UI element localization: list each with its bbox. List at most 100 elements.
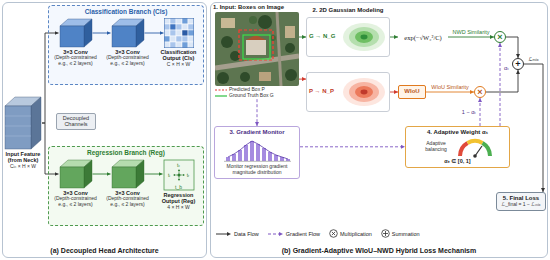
output-name: Classification Output (Cls) (155, 49, 202, 62)
legend-sample (381, 229, 390, 238)
output-name: Regression Output (Reg) (155, 192, 202, 205)
legend-sample (329, 229, 338, 238)
box-key: Ground Truth Box G (229, 93, 274, 99)
operator: × (477, 88, 482, 97)
offset-label: tᵣ (187, 173, 190, 178)
picture (164, 18, 194, 48)
feature-tensor (4, 96, 42, 150)
box-key: Predicted Box P (229, 87, 265, 93)
aerial-image (215, 12, 299, 86)
picture (215, 12, 299, 86)
layer-note: (Depth-constrained e.g., ≤ 2 layers) (51, 196, 100, 208)
tensor-shape: C × H × W (155, 62, 202, 68)
data-flow-arrow (524, 64, 543, 192)
formula-text: exp(−√W₂²/C) (404, 34, 441, 41)
data-flow-arrow (390, 92, 398, 93)
data-flow-arrow (506, 37, 518, 58)
legend-text: Summation (392, 231, 420, 237)
picture (215, 93, 227, 99)
final-loss: 5. Final Lossℒ_final = 1 − ℒₘᵢₓ (496, 192, 546, 211)
picture (59, 18, 93, 48)
data-flow-arrow (426, 92, 474, 93)
tensor-shape: 4 × H × W (155, 205, 202, 211)
conv-layer (111, 18, 145, 48)
picture (341, 21, 387, 53)
channel-box: Decoupled Channels (56, 113, 96, 130)
picture (215, 87, 227, 93)
wiou-box: WIoU (398, 85, 426, 99)
row-group: P → N_P (307, 76, 389, 108)
row-group: Ground Truth Box G (215, 93, 301, 99)
conv-block: 3×3 Conv(Depth-constrained e.g., ≤ 2 lay… (51, 17, 100, 67)
weight-range: αₜ ∈ [0, 1] (408, 158, 507, 164)
gaussian-ellipse (341, 21, 387, 53)
operator: + (515, 60, 520, 69)
line-sample (215, 93, 227, 99)
output-map: tₜtₗtᵣt_bRegression Output (Reg)4 × H × … (155, 158, 202, 210)
conv-block: 3×3 Conv(Depth-constrained e.g., ≤ 2 lay… (103, 158, 152, 208)
gradient-flow-arrow (480, 98, 481, 126)
gaussian-name: P → N_P (309, 88, 334, 95)
data-flow-arrow (448, 37, 494, 38)
row-group: G → N_G (307, 21, 389, 53)
picture (111, 18, 145, 48)
gaussian-box: G → N_G (306, 17, 390, 57)
data-flow-arrow (145, 33, 164, 34)
channel-name: Decoupled Channels (58, 115, 94, 128)
step-title: 1. Input: Boxes on Image (213, 4, 301, 11)
multiply-node: × (474, 86, 486, 98)
branch-box: Regression Branch (Reg) 3×3 Conv(Depth-co… (48, 146, 204, 226)
legend: Data FlowGradient FlowMultiplicationSumm… (216, 229, 420, 238)
legend-sample (216, 231, 232, 237)
edge-label: NWD Similarity (452, 29, 491, 35)
branch-title: Regression Branch (Reg) (49, 147, 203, 156)
panel-caption: (a) Decoupled Head Architecture (3, 247, 206, 254)
line-sample (215, 87, 227, 93)
adaptive-weight: 4. Adaptive Weight αₜAdaptive balancingα… (405, 126, 510, 168)
input-feature: Input Feature (from Neck)Cᵢₙ × H × W (4, 95, 42, 169)
layer-note: (Depth-constrained e.g., ≤ 2 layers) (103, 55, 152, 67)
panel-caption: (b) Gradient-Adaptive WIoU–NWD Hybrid Lo… (211, 247, 547, 254)
conv-block: 3×3 Conv(Depth-constrained e.g., ≤ 2 lay… (103, 17, 152, 67)
data-flow-arrow (93, 33, 111, 34)
section-title: 2. 2D Gaussian Modeling (312, 7, 383, 13)
conv-layer (59, 18, 93, 48)
gradient-flow-arrow (300, 146, 405, 147)
picture (455, 136, 495, 158)
legend-item: Data Flow (216, 231, 259, 237)
row-group: Adaptive balancing (408, 136, 507, 158)
offset-label: tₗ (168, 173, 170, 178)
branch-box: Classification Branch (Cls)3×3 Conv(Dept… (48, 5, 204, 85)
picture: tₜtₗtᵣt_b (163, 159, 195, 191)
layer-note: (Depth-constrained e.g., ≤ 2 layers) (103, 196, 152, 208)
legend-text: Data Flow (234, 231, 259, 237)
data-flow-arrow (299, 79, 306, 80)
edge-label: ℒₘᵢₓ (527, 56, 539, 62)
output-map: Classification Output (Cls)C × H × W (155, 17, 202, 67)
picture (341, 76, 387, 108)
legend-text: Gradient Flow (286, 231, 320, 237)
legend-sample (268, 231, 284, 237)
picture (59, 159, 93, 189)
gaussian-ellipse (341, 76, 387, 108)
step-note: Adaptive balancing (420, 141, 452, 153)
panel-frame: (b) Gradient-Adaptive WIoU–NWD Hybrid Lo… (210, 2, 548, 258)
data-flow-arrow (42, 33, 59, 123)
nwd-formula: exp(−√W₂²/C) (398, 29, 448, 45)
legend-item: Summation (381, 229, 420, 238)
step-title: 5. Final Loss (499, 195, 543, 202)
gaussian-name: G → N_G (309, 33, 335, 40)
class-heatmap (164, 18, 194, 48)
sum-node: + (512, 58, 524, 70)
gradient-flow-arrow (257, 99, 258, 126)
panel-frame: (a) Decoupled Head Architecture Classific… (2, 2, 207, 258)
data-flow-arrow (486, 70, 518, 92)
metric-name: WIoU (404, 88, 419, 95)
legend-item: Gradient Flow (268, 231, 320, 237)
data-flow-arrow (145, 174, 163, 175)
input-name: Input Feature (from Neck) (4, 151, 42, 164)
conv-layer (111, 159, 145, 189)
picture (4, 96, 42, 150)
layer-note: (Depth-constrained e.g., ≤ 2 layers) (51, 55, 100, 67)
